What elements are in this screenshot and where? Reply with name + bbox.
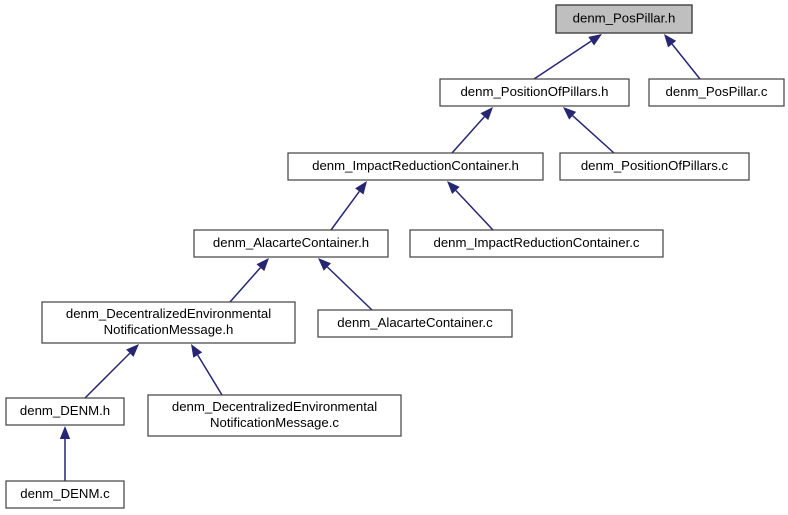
node-box[interactable]: [5, 480, 125, 509]
node-denm_DecentralizedEnvironmentalNotificationMessage_c[interactable]: denm_DecentralizedEnvironmentalNotificat…: [147, 394, 402, 437]
node-label: denm_PositionOfPillars.h: [460, 84, 608, 99]
node-box[interactable]: [193, 229, 389, 258]
node-label: denm_PosPillar.h: [573, 10, 676, 25]
edge-line: [197, 354, 223, 396]
node-label: denm_ImpactReductionContainer.c: [434, 235, 640, 250]
node-denm_AlacarteContainer_h[interactable]: denm_AlacarteContainer.h: [193, 229, 389, 258]
node-denm_DecentralizedEnvironmentalNotificationMessage_h[interactable]: denm_DecentralizedEnvironmentalNotificat…: [41, 301, 296, 344]
node-denm_ImpactReductionContainer_h[interactable]: denm_ImpactReductionContainer.h: [287, 152, 544, 181]
node-box[interactable]: [439, 78, 630, 107]
node-label: denm_ImpactReductionContainer.h: [312, 158, 519, 173]
edge-denm_DENM_c-to-denm_DENM_h: [59, 426, 71, 481]
edge-line: [455, 189, 494, 231]
node-denm_PositionOfPillars_c[interactable]: denm_PositionOfPillars.c: [559, 152, 750, 181]
arrowhead-icon: [563, 107, 577, 120]
arrowhead-icon: [191, 344, 203, 358]
node-box[interactable]: [41, 301, 296, 344]
arrowhead-icon: [588, 34, 602, 46]
node-box[interactable]: [317, 309, 513, 338]
node-box[interactable]: [5, 397, 125, 426]
node-label: denm_DecentralizedEnvironmental: [66, 306, 271, 321]
edge-line: [533, 40, 592, 80]
edge-line: [84, 352, 131, 399]
edge-line: [572, 115, 615, 154]
arrowhead-icon: [664, 34, 677, 48]
nodes-layer: denm_PosPillar.h denm_PositionOfPillars.h…: [5, 4, 785, 509]
edge-line: [671, 43, 701, 80]
node-label: denm_AlacarteContainer.h: [213, 235, 369, 250]
edges-layer: [59, 34, 701, 481]
node-label: denm_PosPillar.c: [666, 84, 768, 99]
edge-denm_PosPillar_c-to-denm_PosPillar_h: [664, 34, 701, 80]
arrowhead-icon: [480, 107, 493, 121]
node-box[interactable]: [287, 152, 544, 181]
node-box[interactable]: [559, 152, 750, 181]
arrowhead-icon: [318, 258, 331, 271]
edge-denm_AlacarteContainer_h-to-denm_ImpactReductionContainer_h: [330, 181, 367, 231]
arrowhead-icon: [59, 426, 71, 439]
node-label: NotificationMessage.h: [104, 322, 234, 337]
edge-denm_DENM_h-to-denm_DecentralizedEnvironmentalNotificationMessage_h: [84, 344, 139, 399]
edge-denm_DecentralizedEnvironmentalNotificationMessage_h-to-denm_AlacarteContainer_h: [229, 258, 269, 303]
node-box[interactable]: [147, 394, 402, 437]
arrowhead-icon: [447, 181, 460, 195]
edge-denm_AlacarteContainer_c-to-denm_AlacarteContainer_h: [318, 258, 373, 311]
node-label: denm_DENM.h: [20, 403, 110, 418]
edge-line: [229, 267, 261, 303]
edge-denm_PositionOfPillars_c-to-denm_PositionOfPillars_h: [563, 107, 615, 154]
edge-denm_ImpactReductionContainer_c-to-denm_ImpactReductionContainer_h: [447, 181, 494, 231]
arrowhead-icon: [126, 344, 139, 357]
node-box[interactable]: [555, 4, 693, 34]
edge-denm_DecentralizedEnvironmentalNotificationMessage_c-to-denm_DecentralizedEnvironmentalNotificationMessage_h: [191, 344, 223, 396]
node-label: denm_DENM.c: [20, 486, 110, 501]
arrowhead-icon: [256, 258, 269, 272]
edge-denm_ImpactReductionContainer_h-to-denm_PositionOfPillars_h: [451, 107, 493, 154]
node-label: denm_PositionOfPillars.c: [581, 158, 729, 173]
edge-line: [326, 266, 373, 311]
edge-line: [451, 116, 485, 154]
node-denm_PosPillar_c[interactable]: denm_PosPillar.c: [648, 78, 785, 107]
node-denm_AlacarteContainer_c[interactable]: denm_AlacarteContainer.c: [317, 309, 513, 338]
node-label: denm_AlacarteContainer.c: [337, 315, 493, 330]
node-denm_DENM_c[interactable]: denm_DENM.c: [5, 480, 125, 509]
node-denm_PositionOfPillars_h[interactable]: denm_PositionOfPillars.h: [439, 78, 630, 107]
node-denm_ImpactReductionContainer_c[interactable]: denm_ImpactReductionContainer.c: [409, 229, 664, 258]
node-denm_PosPillar_h[interactable]: denm_PosPillar.h: [555, 4, 693, 34]
node-denm_DENM_h[interactable]: denm_DENM.h: [5, 397, 125, 426]
edge-denm_PositionOfPillars_h-to-denm_PosPillar_h: [533, 34, 602, 80]
node-label: denm_DecentralizedEnvironmental: [172, 399, 377, 414]
edge-line: [330, 191, 360, 231]
node-box[interactable]: [648, 78, 785, 107]
arrowhead-icon: [355, 181, 367, 195]
node-box[interactable]: [409, 229, 664, 258]
node-label: NotificationMessage.c: [210, 415, 339, 430]
